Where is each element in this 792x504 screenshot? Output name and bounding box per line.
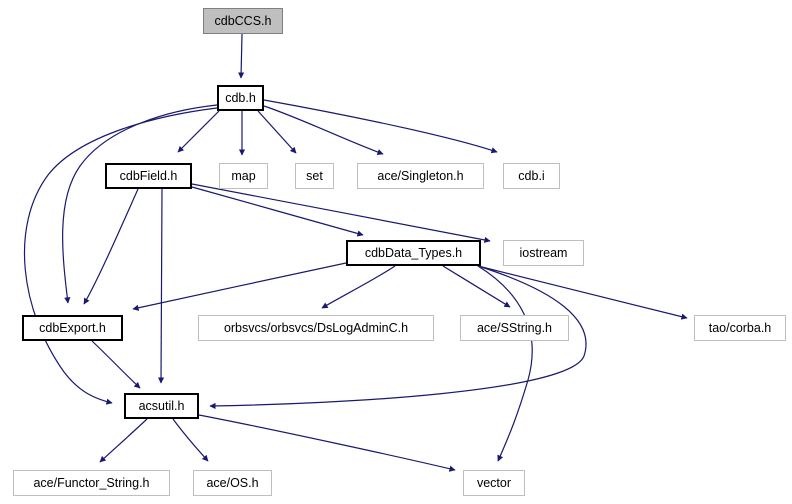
edge-cdbDataTypes-vector (477, 265, 533, 462)
node-label: acsutil.h (138, 398, 185, 413)
node-label: cdbCCS.h (214, 13, 272, 28)
node-iostream[interactable]: iostream (503, 240, 584, 266)
edge-cdbField-acsutil (157, 188, 165, 384)
node-cdbExport-h[interactable]: cdbExport.h (22, 315, 123, 341)
edge-cdb-cdbi (263, 99, 498, 154)
edge-cdbCCS-cdb (238, 33, 245, 79)
node-label: ace/Functor_String.h (33, 475, 150, 490)
edge-cdb-acsutil (23, 107, 218, 405)
node-label: cdb.h (225, 90, 256, 105)
node-label: tao/corba.h (708, 320, 772, 335)
edge-cdbDataTypes-sstring (442, 265, 511, 308)
node-label: ace/OS.h (206, 475, 259, 490)
edge-acsutil-aceos (172, 418, 209, 462)
node-label: iostream (519, 245, 568, 260)
node-ace-singleton-h[interactable]: ace/Singleton.h (357, 163, 484, 189)
edge-cdbDataTypes-cdbExport (132, 262, 347, 311)
node-cdbField-h[interactable]: cdbField.h (105, 163, 192, 189)
node-ace-Functor-String-h[interactable]: ace/Functor_String.h (13, 470, 170, 496)
node-label: vector (476, 475, 512, 490)
edge-cdb-singleton (263, 105, 384, 155)
node-cdbCCS-h[interactable]: cdbCCS.h (203, 8, 283, 34)
node-label: orbsvcs/orbsvcs/DsLogAdminC.h (223, 320, 409, 335)
edge-acsutil-functorstr (99, 418, 148, 463)
edge-cdb-cdbExport (62, 104, 218, 304)
edge-cdbField-cdbDataTypes (191, 186, 364, 237)
node-orbsvcs-DsLogAdminC-h[interactable]: orbsvcs/orbsvcs/DsLogAdminC.h (198, 315, 434, 341)
edge-cdbDataTypes-acsutil (209, 265, 587, 410)
node-tao-corba-h[interactable]: tao/corba.h (694, 315, 786, 341)
node-label: map (231, 168, 256, 183)
node-vector[interactable]: vector (463, 470, 525, 496)
node-label: cdbExport.h (39, 320, 106, 335)
node-ace-SString-h[interactable]: ace/SString.h (460, 315, 569, 341)
node-cdbData-Types-h[interactable]: cdbData_Types.h (346, 240, 481, 266)
node-label: set (306, 168, 323, 183)
edge-cdbField-iostream (191, 183, 491, 243)
edge-cdbDataTypes-dslogadmin (321, 265, 396, 309)
node-label: cdbData_Types.h (364, 245, 463, 260)
edge-cdb-cdbField (177, 110, 220, 153)
node-cdb-i[interactable]: cdb.i (503, 163, 560, 189)
node-ace-OS-h[interactable]: ace/OS.h (193, 470, 272, 496)
node-label: ace/Singleton.h (377, 168, 464, 183)
node-cdb-h[interactable]: cdb.h (217, 85, 264, 111)
node-label: cdb.i (518, 168, 545, 183)
edge-acsutil-vector (198, 414, 456, 472)
edge-cdbField-cdbExport (83, 188, 139, 305)
node-label: ace/SString.h (476, 320, 553, 335)
edge-cdb-set (257, 110, 297, 154)
edge-cdbExport-acsutil (91, 340, 141, 389)
edge-cdbDataTypes-taocorba (477, 265, 688, 320)
node-acsutil-h[interactable]: acsutil.h (124, 393, 199, 419)
node-set[interactable]: set (295, 163, 334, 189)
node-map[interactable]: map (219, 163, 268, 189)
node-label: cdbField.h (119, 168, 178, 183)
